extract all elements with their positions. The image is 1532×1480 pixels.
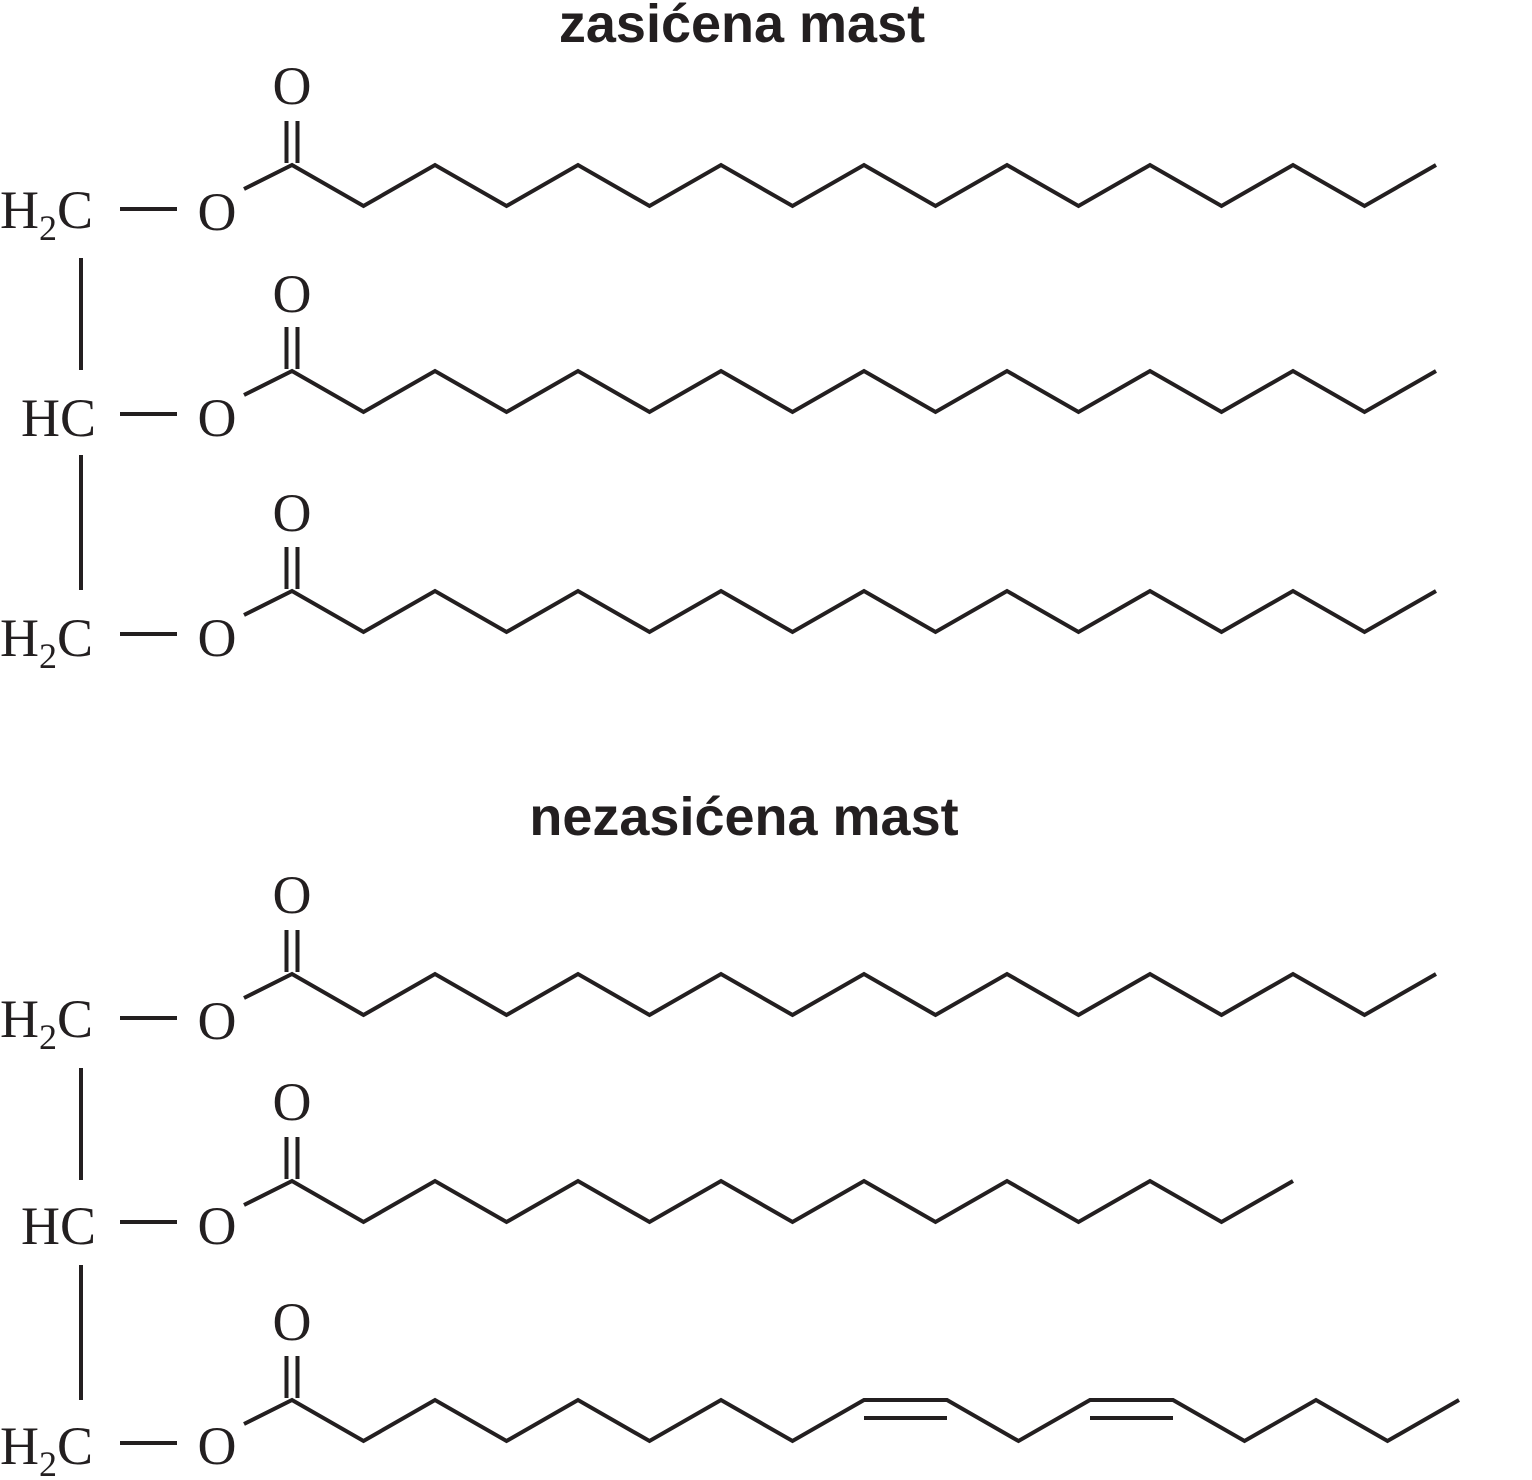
ester-oxygen-label: O <box>198 991 237 1051</box>
ester-oxygen-label: O <box>198 388 237 448</box>
fatty-acid-chain <box>243 588 1437 635</box>
ester-row: HC O O <box>21 1072 1294 1256</box>
carbonyl-oxygen-label: O <box>273 483 312 543</box>
fatty-acid-chain <box>243 1178 1294 1225</box>
backbone-carbon-label: HC <box>21 1196 96 1256</box>
ester-oxygen-label: O <box>198 182 237 242</box>
carbonyl-oxygen-label: O <box>273 865 312 925</box>
carbonyl-oxygen-label: O <box>273 56 312 116</box>
fatty-acid-chain <box>243 368 1437 415</box>
fatty-acid-chain <box>243 971 1437 1018</box>
ester-oxygen-label: O <box>198 608 237 668</box>
carbonyl-oxygen-label: O <box>273 1072 312 1132</box>
ester-row: H2C O O <box>0 483 1437 676</box>
ester-oxygen-label: O <box>198 1416 237 1476</box>
ester-row: H2C O O <box>0 1292 1460 1480</box>
backbone-carbon-label: H2C <box>0 608 93 676</box>
backbone-carbon-label: HC <box>21 388 96 448</box>
ester-oxygen-label: O <box>198 1196 237 1256</box>
carbonyl-oxygen-label: O <box>273 264 312 324</box>
backbone-carbon-label: H2C <box>0 989 93 1057</box>
saturated-fat-title: zasićena mast <box>559 0 925 54</box>
fatty-acid-chain <box>243 1397 1460 1444</box>
saturated-fat-molecule: zasićena mast H2C O O HC O O H2C O O <box>0 0 1437 676</box>
ester-row: H2C O O <box>0 865 1437 1057</box>
ester-row: HC O O <box>21 264 1437 448</box>
backbone-carbon-label: H2C <box>0 180 93 248</box>
carbonyl-oxygen-label: O <box>273 1292 312 1352</box>
backbone-carbon-label: H2C <box>0 1416 93 1480</box>
fatty-acid-chain <box>243 162 1437 209</box>
unsaturated-fat-molecule: nezasićena mast H2C O O HC O O H2C O O <box>0 787 1460 1480</box>
ester-row: H2C O O <box>0 56 1437 248</box>
unsaturated-fat-title: nezasićena mast <box>529 787 958 847</box>
